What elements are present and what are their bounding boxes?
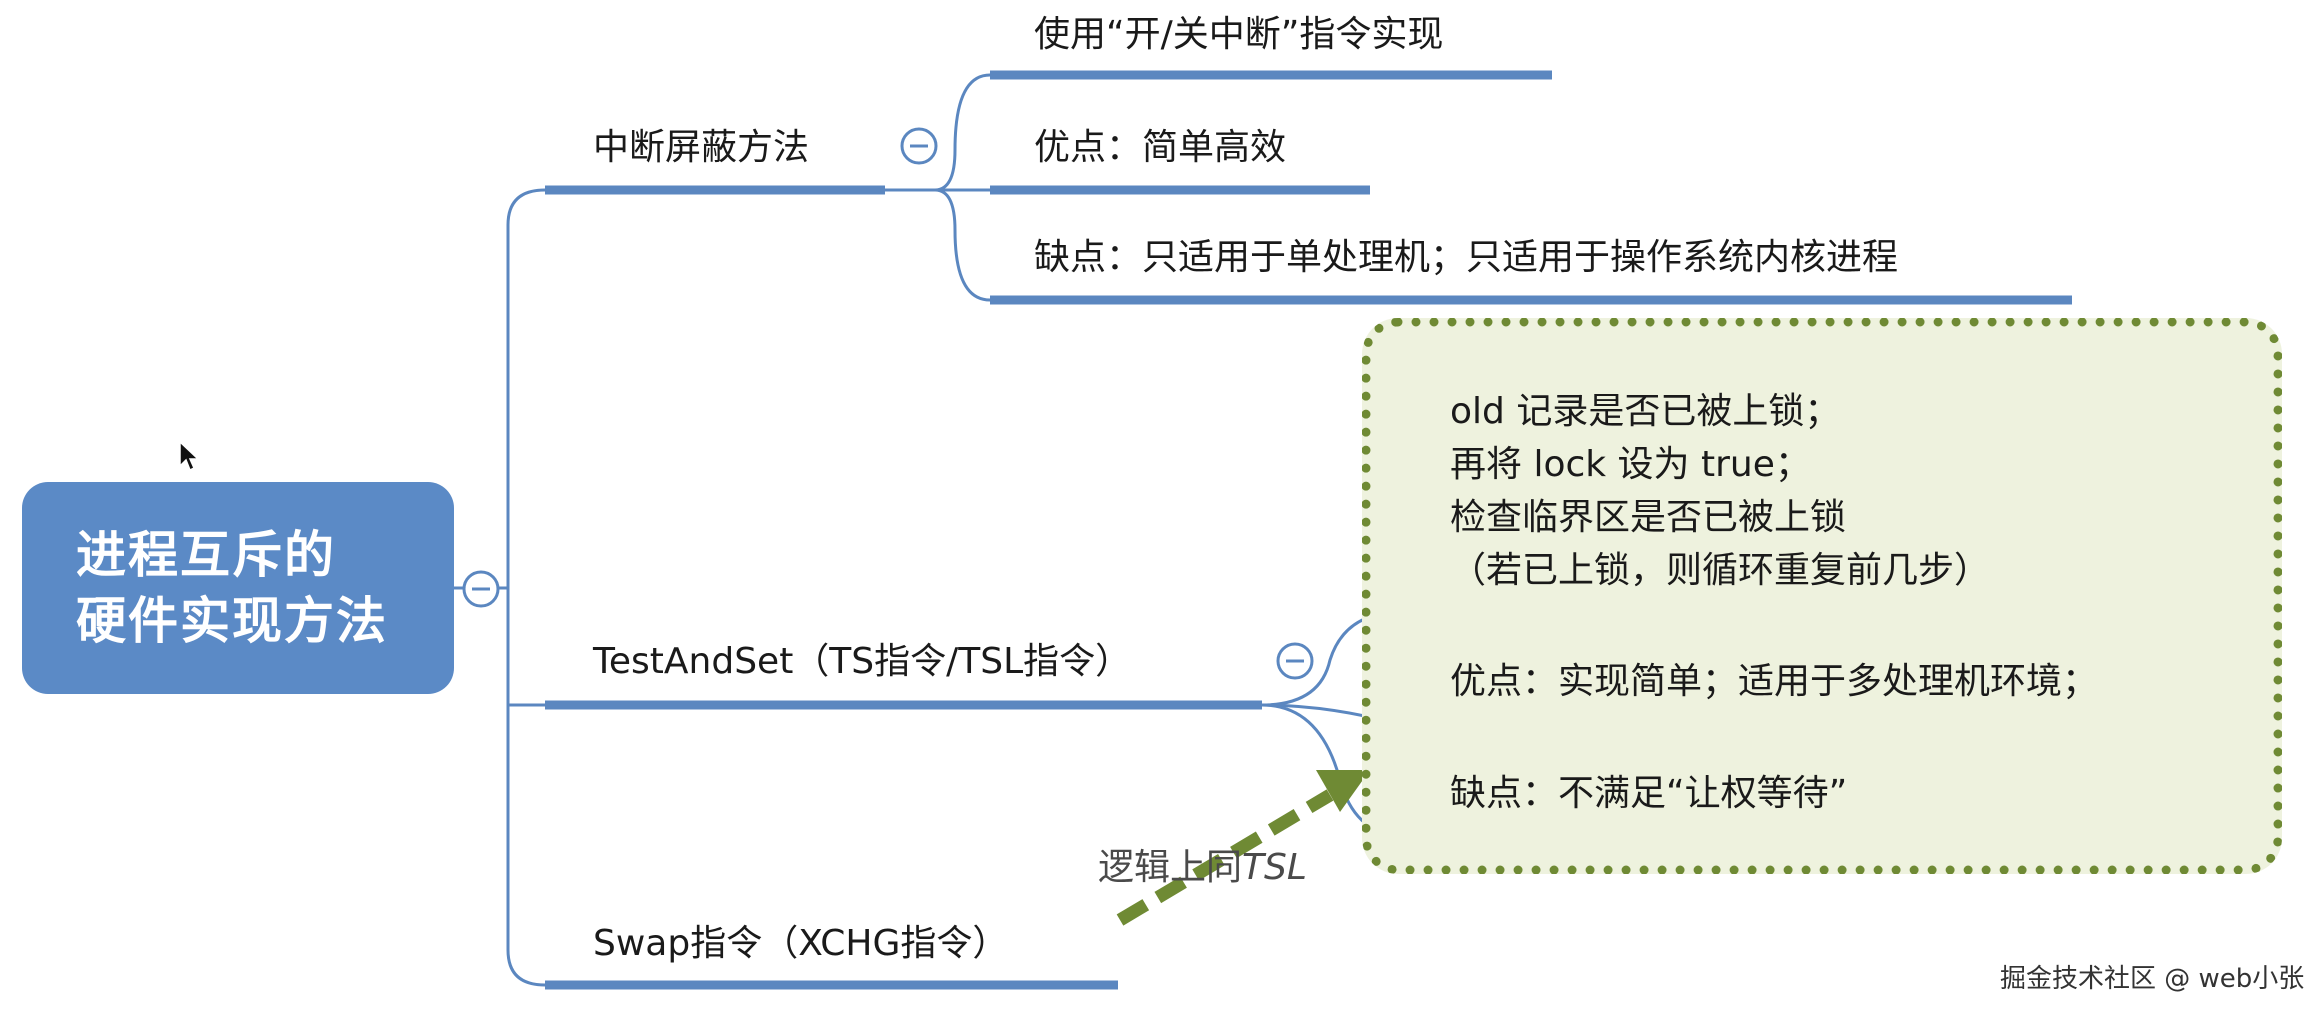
collapse-toggle-interrupt[interactable]: [898, 125, 940, 167]
tsl-child-cons[interactable]: 缺点：不满足“让权等待”: [1450, 773, 1848, 814]
root-title-line2: 硬件实现方法: [76, 592, 388, 650]
root-title-line1: 进程互斥的: [76, 526, 336, 584]
branch-swap-label[interactable]: Swap指令（XCHG指令）: [593, 923, 1009, 964]
collapse-toggle-tsl[interactable]: [1274, 640, 1316, 682]
root-node[interactable]: 进程互斥的 硬件实现方法: [22, 482, 454, 694]
tsl-note-line-2: 再将 lock 设为 true；: [1450, 444, 1811, 485]
watermark: 掘金技术社区 @ web小张: [2000, 964, 2305, 994]
interrupt-fan: [885, 73, 991, 192]
arrow-label: 逻辑上同TSL: [1098, 838, 1307, 890]
collapse-toggle-root[interactable]: [460, 568, 502, 610]
tsl-note-line-4: （若已上锁，则循环重复前几步）: [1450, 550, 1991, 591]
interrupt-fan-low: [934, 188, 991, 302]
branch-interrupt-label[interactable]: 中断屏蔽方法: [593, 127, 810, 168]
tsl-note-text[interactable]: old 记录是否已被上锁； 再将 lock 设为 true； 检查临界区是否已被…: [1450, 385, 1990, 597]
tsl-child-pros[interactable]: 优点：实现简单；适用于多处理机环境；: [1450, 661, 2099, 702]
arrow-label-prefix: 逻辑上同: [1098, 847, 1243, 888]
arrow-swap-to-tsl: [1116, 770, 1370, 926]
tsl-highlight-box: [1362, 318, 2282, 874]
trunk-spine: [506, 188, 546, 987]
tsl-note-line-3: 检查临界区是否已被上锁: [1450, 497, 1847, 538]
branch-tsl-label[interactable]: TestAndSet（TS指令/TSL指令）: [593, 641, 1132, 682]
interrupt-child-how[interactable]: 使用“开/关中断”指令实现: [1034, 14, 1444, 55]
interrupt-child-pros[interactable]: 优点：简单高效: [1034, 127, 1287, 168]
arrow-label-italic: TSL: [1242, 847, 1307, 888]
interrupt-child-cons[interactable]: 缺点：只适用于单处理机；只适用于操作系统内核进程: [1034, 237, 1899, 278]
mouse-cursor-icon: [179, 440, 200, 472]
tsl-note-line-1: old 记录是否已被上锁；: [1450, 391, 1841, 432]
